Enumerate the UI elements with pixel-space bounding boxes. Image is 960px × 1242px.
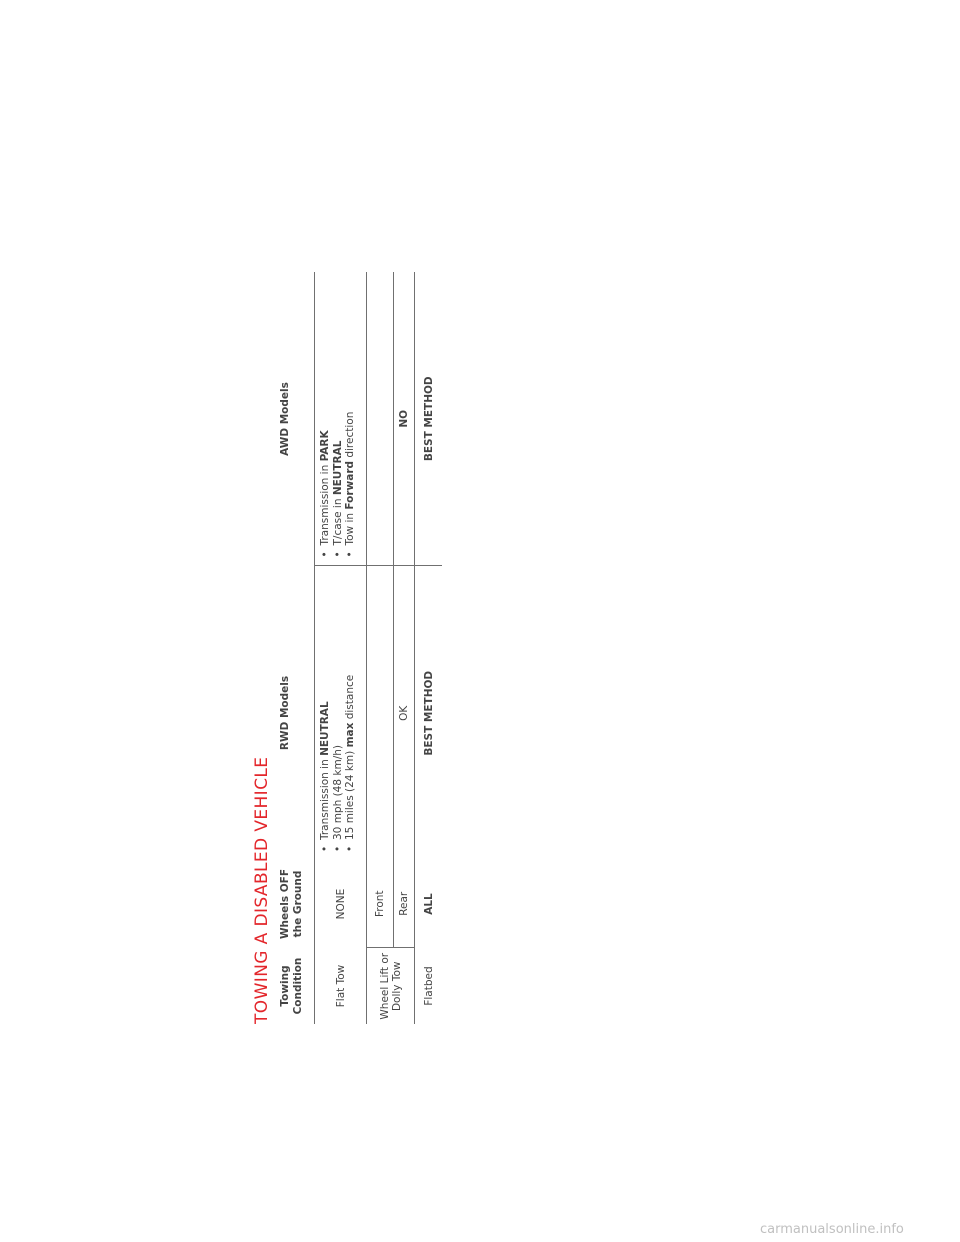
cell-wheel-lift-rear-rwd: OK (398, 705, 410, 721)
rwd-bullet-3: 15 miles (24 km) max distance (344, 567, 357, 853)
rwd-bullet-list: Transmission in NEUTRAL 30 mph (48 km/h)… (319, 567, 357, 853)
header-wheels-off-ground: Wheels OFF the Ground (279, 868, 304, 940)
header-awd-models: AWD Models (279, 382, 291, 456)
towing-table: Towing Condition Wheels OFF the Ground R… (276, 272, 442, 1024)
awd-bullet-list: Transmission in PARK T/case in NEUTRAL T… (319, 272, 357, 558)
cell-wheel-lift-rear: Rear (393, 860, 415, 948)
rwd-bullet-2: 30 mph (48 km/h) (332, 567, 345, 853)
cell-flatbed-wheels: ALL (422, 893, 435, 915)
cell-wheel-lift-front: Front (366, 860, 394, 948)
table-row-wheel-lift-front: Wheel Lift or Dolly Tow Front (366, 272, 403, 1024)
awd-bullet-3: Tow in Forward direction (344, 272, 357, 558)
watermark-footer: carmanualsonline.info (760, 1222, 904, 1237)
header-towing-condition: Towing Condition (279, 957, 304, 1015)
table-row-flatbed: Flatbed ALL BEST METHOD BEST METHOD (414, 272, 442, 1024)
rwd-bullet-1: Transmission in NEUTRAL (319, 567, 332, 853)
rotated-page-content: TOWING A DISABLED VEHICLE Towing Conditi… (250, 272, 442, 1024)
cell-wheel-lift-front-rwd (366, 566, 394, 860)
awd-bullet-2: T/case in NEUTRAL (332, 272, 345, 558)
cell-wheel-lift-condition: Wheel Lift or Dolly Tow (378, 952, 403, 1020)
cell-flat-tow-wheels: NONE (334, 888, 347, 920)
table-row-flat-tow: Flat Tow NONE Transmission in NEUTRAL 30… (314, 272, 367, 1024)
table-row-wheel-lift-rear: Rear OK NO (393, 272, 415, 1024)
cell-flat-tow-condition: Flat Tow (334, 964, 347, 1008)
cell-flatbed-condition: Flatbed (422, 966, 435, 1006)
cell-flatbed-rwd: BEST METHOD (422, 670, 435, 756)
cell-wheel-lift-front-awd (366, 272, 394, 566)
cell-flat-tow-awd: Transmission in PARK T/case in NEUTRAL T… (314, 272, 367, 566)
cell-flatbed-awd: BEST METHOD (414, 272, 442, 566)
awd-bullet-1: Transmission in PARK (319, 272, 332, 558)
cell-flat-tow-rwd: Transmission in NEUTRAL 30 mph (48 km/h)… (315, 566, 367, 860)
table-header-row: Towing Condition Wheels OFF the Ground R… (276, 272, 315, 1024)
section-title: TOWING A DISABLED VEHICLE (252, 756, 272, 1024)
cell-wheel-lift-rear-awd: NO (393, 272, 415, 566)
header-rwd-models: RWD Models (279, 675, 291, 751)
